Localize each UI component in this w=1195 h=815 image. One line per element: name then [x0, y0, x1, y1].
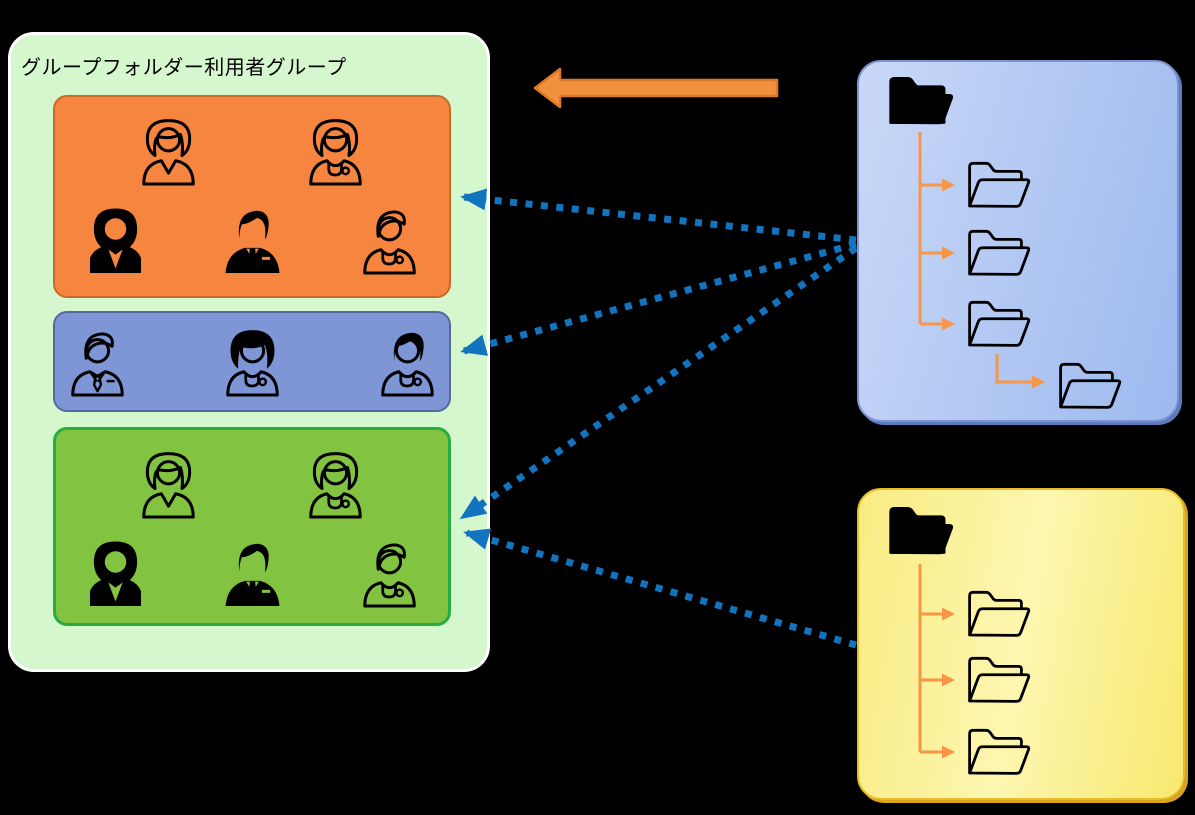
member-row	[60, 326, 445, 401]
subfolder-icon	[964, 586, 1034, 642]
group-folder-users-panel: グループフォルダー利用者グループ	[8, 32, 490, 672]
business-man-solid-icon	[215, 537, 290, 612]
nested-subfolder-icon	[1055, 358, 1125, 414]
business-woman-solid-icon	[78, 537, 153, 612]
orange-user-group	[53, 95, 451, 298]
root-folder-icon	[885, 72, 957, 130]
access-arrow-tree-yellow-to-group-green	[463, 528, 857, 649]
green-user-group	[53, 427, 451, 626]
subfolder-icon	[964, 652, 1034, 708]
subfolder-icon	[964, 724, 1034, 780]
access-arrow-tree-blue-to-group-orange	[460, 188, 857, 244]
doctor-woman-darkhair-icon	[215, 326, 290, 401]
member-row	[131, 448, 373, 523]
business-man-solid-icon	[215, 204, 290, 279]
group-folder-yellow	[857, 488, 1185, 800]
member-row	[131, 115, 373, 190]
panel-title: グループフォルダー利用者グループ	[21, 57, 347, 79]
business-woman-icon	[131, 115, 206, 190]
assign-arrow	[533, 67, 779, 109]
subfolder-icon	[964, 157, 1034, 213]
group-folder-blue	[857, 60, 1179, 422]
business-man-icon	[60, 326, 135, 401]
subfolder-icon	[964, 296, 1034, 352]
doctor-man-darkhair-icon	[370, 326, 445, 401]
subfolder-icon	[964, 225, 1034, 281]
business-woman-solid-icon	[78, 204, 153, 279]
root-folder-icon	[885, 502, 957, 560]
access-arrow-tree-blue-to-group-blue	[460, 240, 857, 356]
doctor-woman-icon	[298, 115, 373, 190]
doctor-woman-icon	[298, 448, 373, 523]
access-arrow-tree-blue-to-group-green	[459, 245, 858, 520]
member-row	[78, 204, 427, 279]
doctor-man-icon	[352, 537, 427, 612]
business-woman-icon	[131, 448, 206, 523]
blue-user-group	[53, 311, 451, 412]
doctor-man-icon	[352, 204, 427, 279]
member-row	[78, 537, 427, 612]
